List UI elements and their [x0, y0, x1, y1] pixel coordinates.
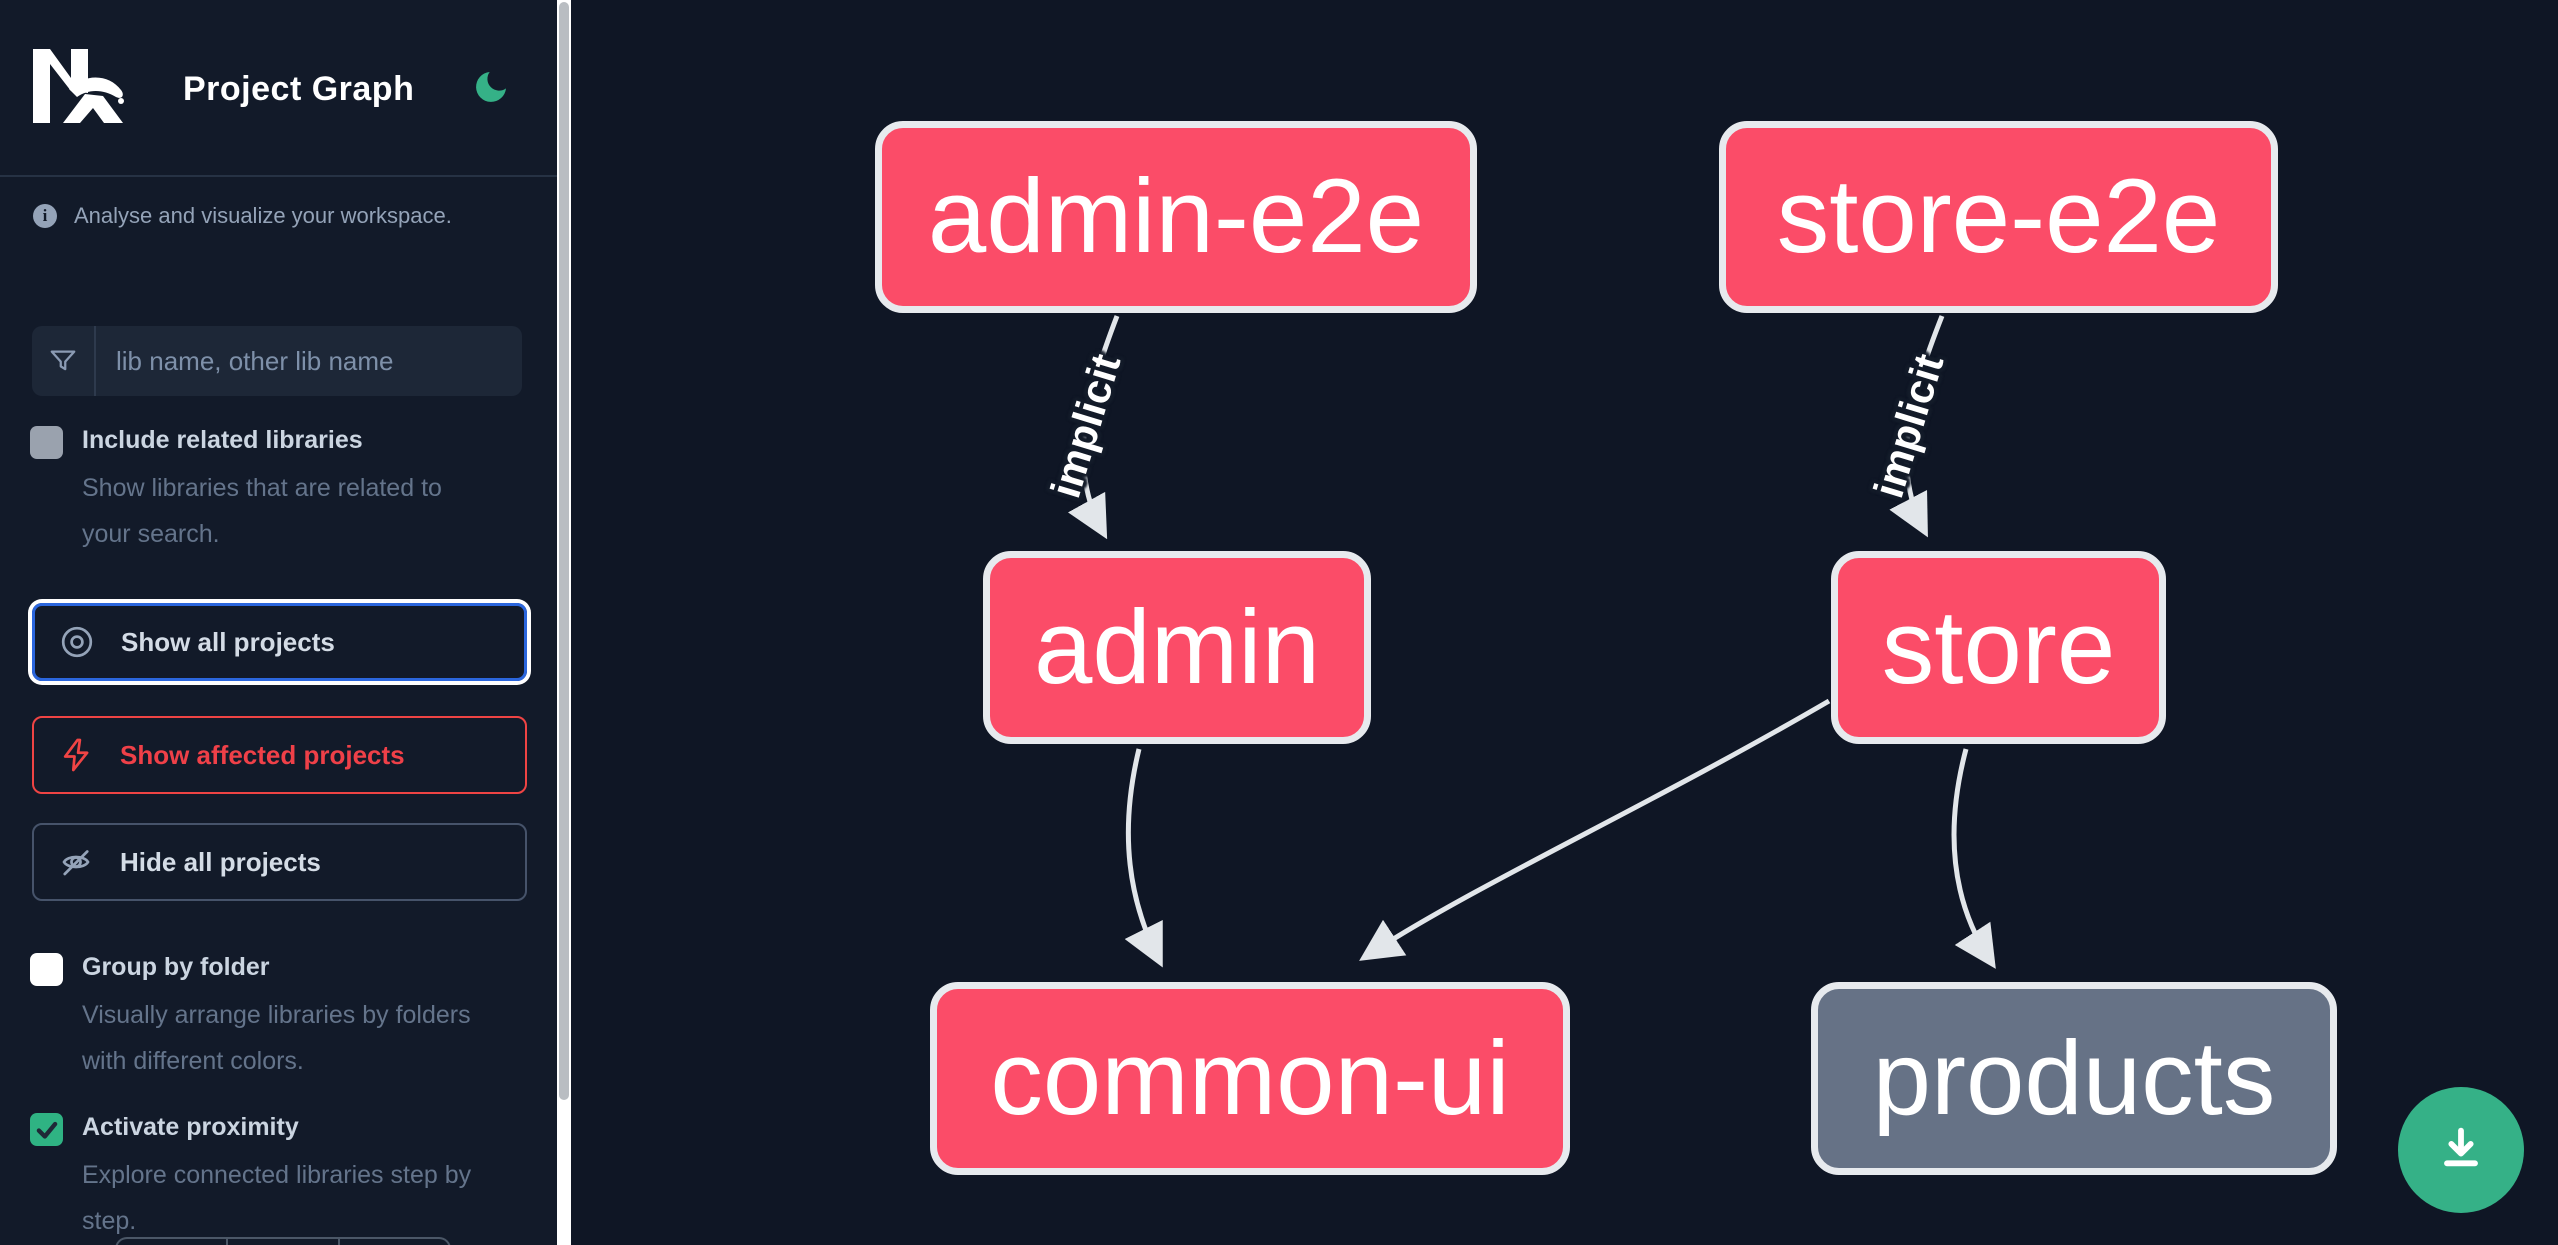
info-text: Analyse and visualize your workspace.: [74, 203, 452, 228]
workspace-info: i Analyse and visualize your workspace.: [33, 203, 533, 229]
option-group-by-folder[interactable]: Group by folder Visually arrange librari…: [30, 951, 530, 1084]
decrement-segment[interactable]: [115, 1237, 229, 1245]
filter-icon-cell: [32, 326, 96, 396]
sidebar-header: Project Graph: [0, 0, 557, 175]
activate-proximity-checkbox[interactable]: [30, 1113, 63, 1146]
show-affected-projects-button[interactable]: Show affected projects: [32, 716, 527, 794]
group-by-folder-checkbox[interactable]: [30, 953, 63, 986]
option-label: Group by folder: [82, 953, 270, 981]
project-node-store[interactable]: store: [1831, 551, 2166, 744]
value-segment: [228, 1237, 340, 1245]
funnel-icon: [50, 350, 76, 371]
project-filter: [32, 326, 522, 396]
hide-all-projects-button[interactable]: Hide all projects: [32, 823, 527, 901]
page-title: Project Graph: [183, 70, 415, 108]
eye-icon: [61, 626, 93, 658]
search-input[interactable]: [96, 326, 522, 396]
info-icon: i: [33, 204, 57, 228]
proximity-depth-control[interactable]: [115, 1237, 451, 1245]
button-label: Show affected projects: [120, 739, 405, 770]
option-label: Include related libraries: [82, 426, 363, 454]
sidebar-scrollbar-thumb[interactable]: [559, 2, 569, 1100]
button-label: Show all projects: [121, 626, 335, 657]
eye-off-icon: [62, 850, 90, 876]
download-icon: [2444, 1127, 2478, 1167]
project-node-admin-e2e[interactable]: admin-e2e: [875, 121, 1477, 313]
lightning-icon: [63, 738, 89, 772]
option-description: Show libraries that are related to your …: [82, 474, 442, 548]
sidebar: Project Graph i Analyse and visualize yo…: [0, 0, 557, 1245]
include-related-checkbox[interactable]: [30, 426, 63, 459]
project-node-common-ui[interactable]: common-ui: [930, 982, 1570, 1175]
button-label: Hide all projects: [120, 846, 321, 877]
project-node-store-e2e[interactable]: store-e2e: [1719, 121, 2278, 313]
increment-segment[interactable]: [339, 1237, 451, 1245]
show-all-projects-button[interactable]: Show all projects: [32, 603, 527, 681]
project-node-admin[interactable]: admin: [983, 551, 1371, 744]
option-include-related[interactable]: Include related libraries Show libraries…: [30, 424, 530, 557]
option-label: Activate proximity: [82, 1113, 299, 1141]
header-divider: [0, 175, 557, 177]
project-node-products[interactable]: products: [1811, 982, 2337, 1175]
sidebar-scrollbar-track[interactable]: [557, 0, 571, 1245]
option-activate-proximity[interactable]: Activate proximity Explore connected lib…: [30, 1111, 530, 1244]
nx-logo: [33, 49, 124, 123]
check-icon: [36, 1121, 57, 1139]
theme-toggle-button[interactable]: [467, 64, 515, 112]
option-description: Visually arrange libraries by folders wi…: [82, 1001, 471, 1075]
moon-icon: [476, 71, 506, 102]
option-description: Explore connected libraries step by step…: [82, 1161, 472, 1235]
download-graph-button[interactable]: [2398, 1087, 2524, 1213]
